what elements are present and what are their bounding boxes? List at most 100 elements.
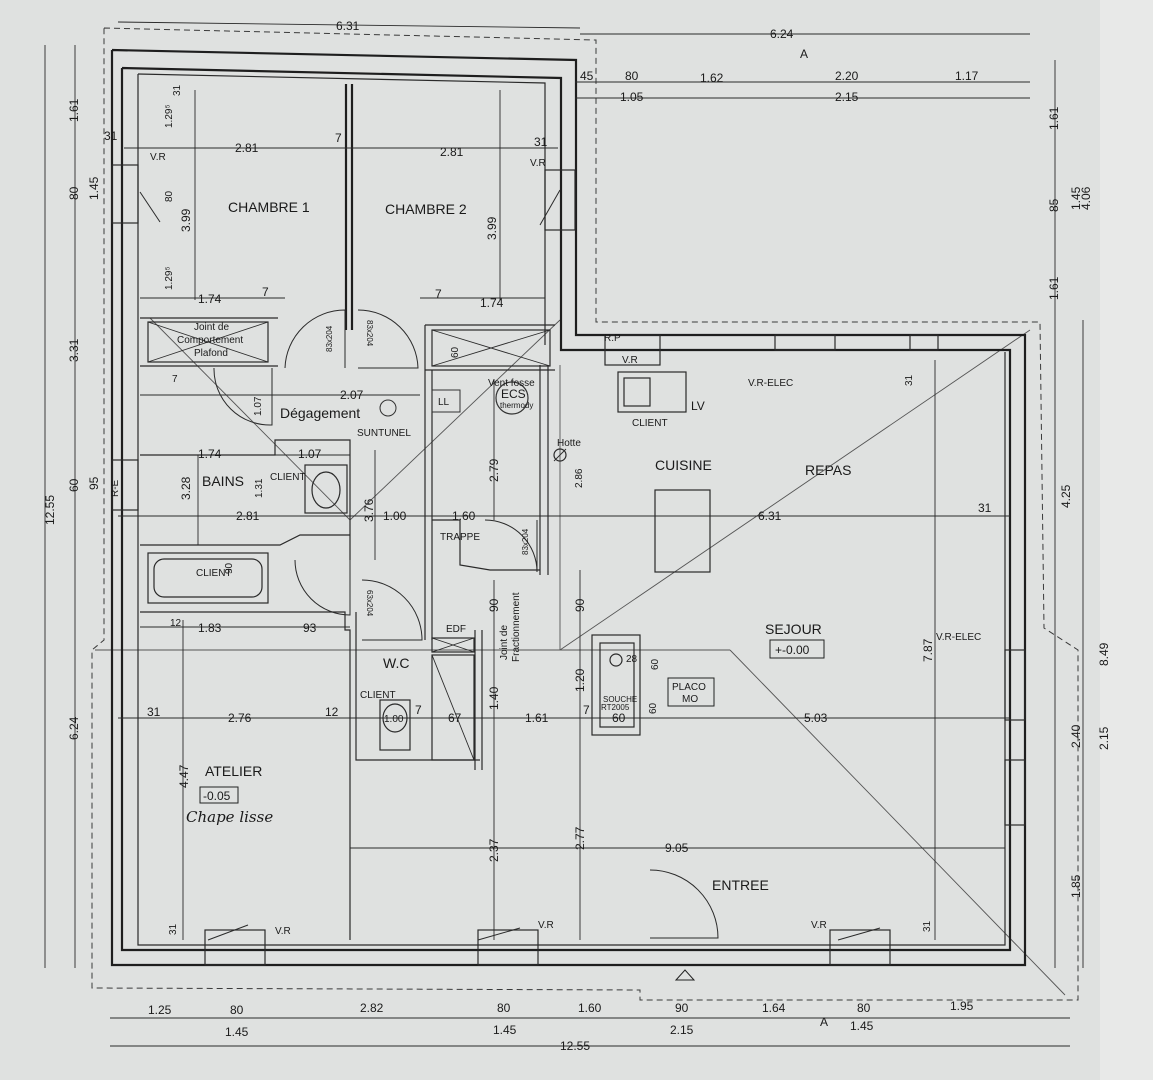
level-box-sejour xyxy=(769,639,825,659)
dimension-lines xyxy=(44,21,1084,1047)
dim-ch129a: 1.29⁵ xyxy=(164,104,175,128)
dim-left145: 1.45 xyxy=(87,176,101,200)
label-client-kitchen: CLIENT xyxy=(632,418,668,429)
label-suntunel: SUNTUNEL xyxy=(357,428,411,439)
dim-b376: 3.76 xyxy=(362,498,376,522)
dim-b131: 1.31 xyxy=(254,478,265,498)
dim-m277: 2.77 xyxy=(573,826,587,850)
dim-h100: 1.00 xyxy=(383,509,407,523)
label-vr-kitchen: V.R xyxy=(622,355,638,366)
label-client-bath: CLIENT xyxy=(196,568,232,579)
atelier-note: Chape lisse xyxy=(186,808,273,826)
door-size-4: 63x204 xyxy=(365,590,374,617)
dim-b174: 1.74 xyxy=(198,447,222,461)
door-size-2: 83x204 xyxy=(365,320,374,347)
dim-m7: 7 xyxy=(415,703,422,717)
room-label-chambre2: CHAMBRE 2 xyxy=(385,201,467,217)
dim-s787: 7.87 xyxy=(921,638,935,662)
closet-x-marks xyxy=(147,321,551,653)
dim-t105: 1.05 xyxy=(620,90,644,104)
dim-s60c: 60 xyxy=(612,711,626,725)
dim-ch80: 80 xyxy=(164,190,175,202)
dim-left1255: 12.55 xyxy=(43,495,57,525)
dim-ch7: 7 xyxy=(335,131,342,145)
dim-bot145c: 1.45 xyxy=(850,1019,874,1033)
dim-right215: 2.15 xyxy=(1097,726,1111,750)
dim-ch31b: 31 xyxy=(534,135,548,149)
dim-left331: 3.31 xyxy=(67,338,81,362)
door-size-1: 83x204 xyxy=(325,325,334,352)
section-a-top: A xyxy=(800,47,808,61)
dim-bot80a: 80 xyxy=(230,1003,244,1017)
dim-bot80c: 80 xyxy=(857,1001,871,1015)
room-label-atelier: ATELIER xyxy=(205,763,262,779)
dim-deg7: 7 xyxy=(172,374,178,385)
dim-h279: 2.79 xyxy=(487,458,501,482)
label-rp: R.P xyxy=(604,333,621,344)
dim-right849: 8.49 xyxy=(1097,642,1111,666)
dim-ch281b: 2.81 xyxy=(440,145,464,159)
label-mo: MO xyxy=(682,694,698,705)
room-label-entree: ENTREE xyxy=(712,877,769,893)
dim-right145: 1.45 xyxy=(1069,186,1083,210)
hotte xyxy=(553,448,567,462)
dim-s60b: 60 xyxy=(648,702,659,714)
washbasin xyxy=(304,464,348,514)
dim-top-6-31: 6.31 xyxy=(336,19,360,33)
dim-s60a: 60 xyxy=(650,658,661,670)
room-label-bains: BAINS xyxy=(202,473,244,489)
kitchen-sink xyxy=(617,371,687,413)
dim-right161b: 1.61 xyxy=(1047,276,1061,300)
dim-ch7b: 7 xyxy=(262,285,269,299)
dim-s503: 5.03 xyxy=(804,711,828,725)
dim-b90: 90 xyxy=(224,562,235,574)
dim-t80: 80 xyxy=(625,69,639,83)
room-label-cuisine: CUISINE xyxy=(655,457,712,473)
dim-ch281a: 2.81 xyxy=(235,141,259,155)
dim-ch174b: 1.74 xyxy=(480,296,504,310)
dim-a31: 31 xyxy=(147,705,161,719)
label-joint-fract-2: Fractionnement xyxy=(511,592,522,662)
dim-m90: 90 xyxy=(487,598,501,612)
paper-edge xyxy=(1100,0,1153,1080)
dim-ch174a: 1.74 xyxy=(198,292,222,306)
dim-m67: 67 xyxy=(448,711,462,725)
dim-bot164: 1.64 xyxy=(762,1001,786,1015)
dim-right240: 2.40 xyxy=(1069,724,1083,748)
dim-right425: 4.25 xyxy=(1059,484,1073,508)
dim-h286: 2.86 xyxy=(574,468,585,488)
label-joint-1: Joint de xyxy=(194,322,229,333)
dim-m237: 2.37 xyxy=(487,838,501,862)
dim-top-6-24: 6.24 xyxy=(770,27,794,41)
door-size-3: 83x204 xyxy=(521,528,530,555)
level-sejour: +-0.00 xyxy=(775,643,810,657)
dim-ch129b: 1.29⁵ xyxy=(164,266,175,290)
label-edf: EDF xyxy=(446,624,466,635)
dim-w31: 31 xyxy=(172,84,183,96)
dim-bot145a: 1.45 xyxy=(225,1025,249,1039)
dim-s905: 9.05 xyxy=(665,841,689,855)
ll-box xyxy=(431,389,461,413)
dim-h160: 1.60 xyxy=(452,509,476,523)
dim-r31: 31 xyxy=(904,374,915,386)
dim-m161: 1.61 xyxy=(525,711,549,725)
dim-left161: 1.61 xyxy=(67,98,81,122)
dim-b328: 3.28 xyxy=(179,476,193,500)
label-ecs: ECS xyxy=(501,387,526,401)
dim-bot282: 2.82 xyxy=(360,1001,384,1015)
dim-m140: 1.40 xyxy=(487,686,501,710)
dim-bot215: 2.15 xyxy=(670,1023,694,1037)
label-vr-atelier: V.R xyxy=(275,926,291,937)
dim-wc12: 12 xyxy=(170,618,182,629)
dim-left80: 80 xyxy=(67,186,81,200)
room-label-wc: W.C xyxy=(383,655,409,671)
dim-right85: 85 xyxy=(1047,198,1061,212)
label-ll: LL xyxy=(438,397,450,408)
label-vr-ch1: V.R xyxy=(150,152,166,163)
dim-bot195: 1.95 xyxy=(950,999,974,1013)
dim-t162: 1.62 xyxy=(700,71,724,85)
label-vent-fosse: Vent fosse xyxy=(488,378,535,389)
label-vr-elec-top: V.R-ELEC xyxy=(748,378,793,389)
dim-s31: 31 xyxy=(922,920,933,932)
dim-h631: 6.31 xyxy=(758,509,782,523)
